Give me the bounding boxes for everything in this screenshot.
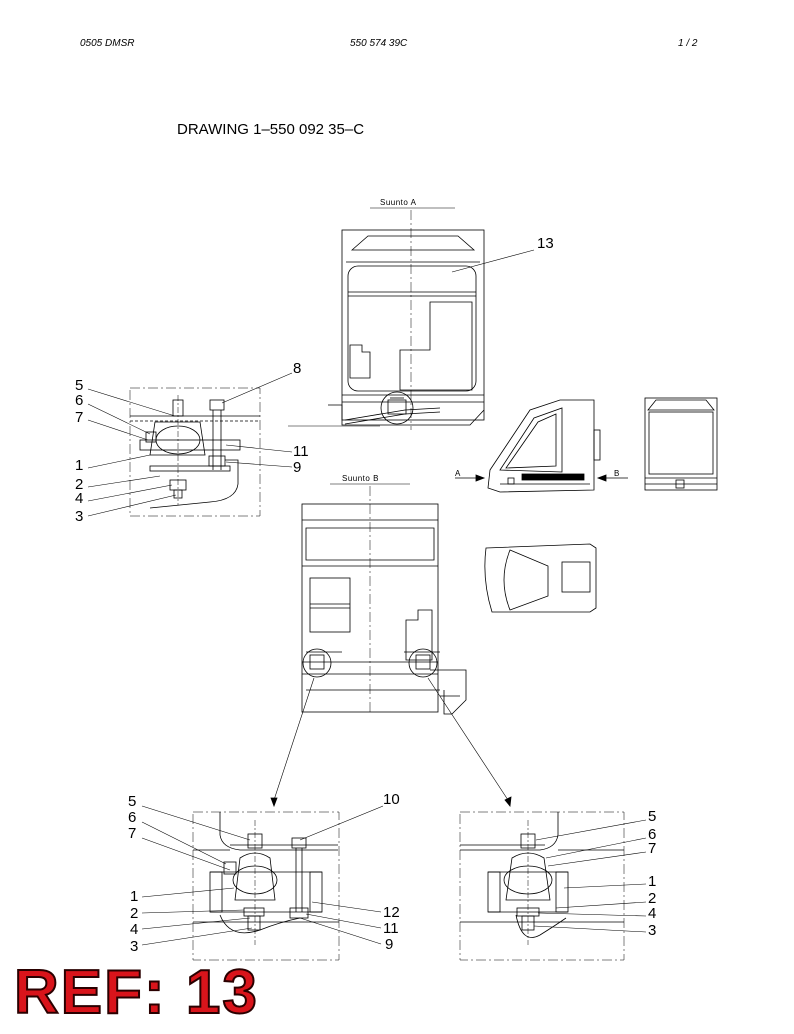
callout-1: 1 xyxy=(130,888,138,905)
cab-brand-label: BRONTO SKYLIFT xyxy=(526,475,565,480)
callout-2: 2 xyxy=(75,476,83,493)
callout-5: 5 xyxy=(648,808,656,825)
callout-3: 3 xyxy=(130,938,138,955)
arrow-label-b: B xyxy=(614,469,620,478)
callout-7: 7 xyxy=(75,409,83,426)
detail-mount-bottom-right: 5 6 7 1 2 4 3 xyxy=(459,808,656,961)
header-part-number: 550 574 39C xyxy=(350,38,408,49)
cab-side-view: BRONTO SKYLIFT A B xyxy=(455,399,628,493)
callout-3: 3 xyxy=(75,508,83,525)
callout-10: 10 xyxy=(383,791,400,808)
callout-7: 7 xyxy=(648,840,656,857)
section-label-b: Suunto B xyxy=(342,474,379,483)
callout-6: 6 xyxy=(648,826,656,843)
callout-4: 4 xyxy=(130,921,138,938)
section-label-a: Suunto A xyxy=(380,198,417,207)
callout-5: 5 xyxy=(75,377,83,394)
callout-1: 1 xyxy=(75,457,83,474)
detail-mount-bottom-left: 5 6 7 1 2 4 3 10 12 11 9 xyxy=(128,791,400,961)
header-page-indicator: 1 / 2 xyxy=(678,38,698,49)
callout-11: 11 xyxy=(383,920,399,937)
callout-9: 9 xyxy=(293,459,301,476)
callout-3: 3 xyxy=(648,922,656,939)
callout-8: 8 xyxy=(293,360,301,377)
detail-mount-top: 5 6 7 1 2 4 3 8 11 9 xyxy=(75,360,309,525)
callout-6: 6 xyxy=(75,392,83,409)
callout-11: 11 xyxy=(293,443,309,460)
callout-2: 2 xyxy=(648,890,656,907)
callout-5: 5 xyxy=(128,793,136,810)
arrow-label-a: A xyxy=(455,469,461,478)
header-doc-code: 0505 DMSR xyxy=(80,38,135,49)
cab-top-view xyxy=(484,543,597,613)
callout-9: 9 xyxy=(385,936,393,953)
cab-view-b: Suunto B xyxy=(270,474,512,808)
callout-13: 13 xyxy=(537,235,554,252)
drawing-title: DRAWING 1–550 092 35–C xyxy=(177,121,365,138)
callout-6: 6 xyxy=(128,809,136,826)
callout-1: 1 xyxy=(648,873,656,890)
callout-4: 4 xyxy=(75,490,83,507)
cab-rear-view xyxy=(644,397,718,491)
callout-2: 2 xyxy=(130,905,138,922)
callout-4: 4 xyxy=(648,905,656,922)
cab-view-a: Suunto A 13 xyxy=(288,198,554,430)
callout-12: 12 xyxy=(383,904,400,921)
ref-badge: REF: 13 xyxy=(13,958,259,1027)
callout-7: 7 xyxy=(128,825,136,842)
